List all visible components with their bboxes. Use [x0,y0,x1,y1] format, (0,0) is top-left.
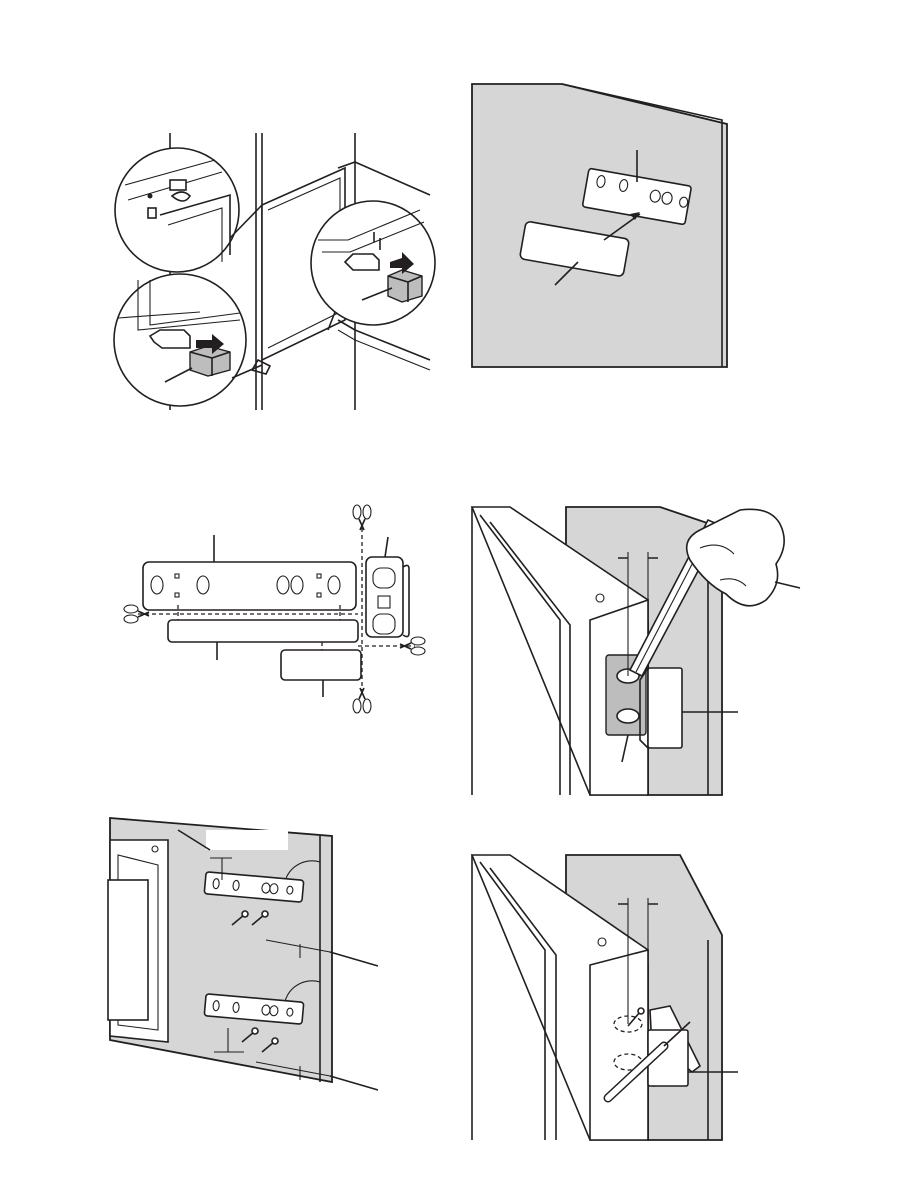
hinge-detail [252,360,270,374]
template-bracket-strip [143,562,356,610]
scissors-icon [353,688,371,713]
appliance-side [590,950,648,1140]
furniture-panel [472,84,727,367]
figure-5-panel-brackets [108,818,378,1090]
appliance-top-edge [338,162,430,195]
figure-6-screw-bracket [472,855,738,1140]
callout-leader [330,952,378,966]
hinge-tab [148,208,156,218]
scissors-icon [400,637,425,655]
figure-3-cut-template [124,505,425,713]
hinge-block [170,180,186,190]
appliance-bottom-edge [338,330,430,370]
template-short-strip [281,650,361,680]
scissors-icon [353,505,371,530]
callout-leader [775,582,800,588]
figure-1-hinge-caps [114,133,435,410]
detail-circle-bottom-hinge [114,274,246,406]
hinge-hole [148,194,153,199]
label-box [206,830,288,850]
callout-leader [385,537,388,557]
figure-4-mark-screw [472,507,800,795]
hinge-cap [190,346,230,376]
hinge-plate [648,668,682,748]
appliance-bottom-edge [338,320,430,360]
hinge-cap [388,270,422,302]
detail-circle-right-hinge [311,201,435,325]
figure-2-panel-bracket [472,84,727,367]
template-side-bracket [366,557,403,637]
appliance-door-frame [108,880,148,1020]
callout-leader [330,1076,378,1090]
side-bracket-lip [403,565,409,636]
template-long-strip [168,620,358,642]
bracket-slot [617,709,639,723]
